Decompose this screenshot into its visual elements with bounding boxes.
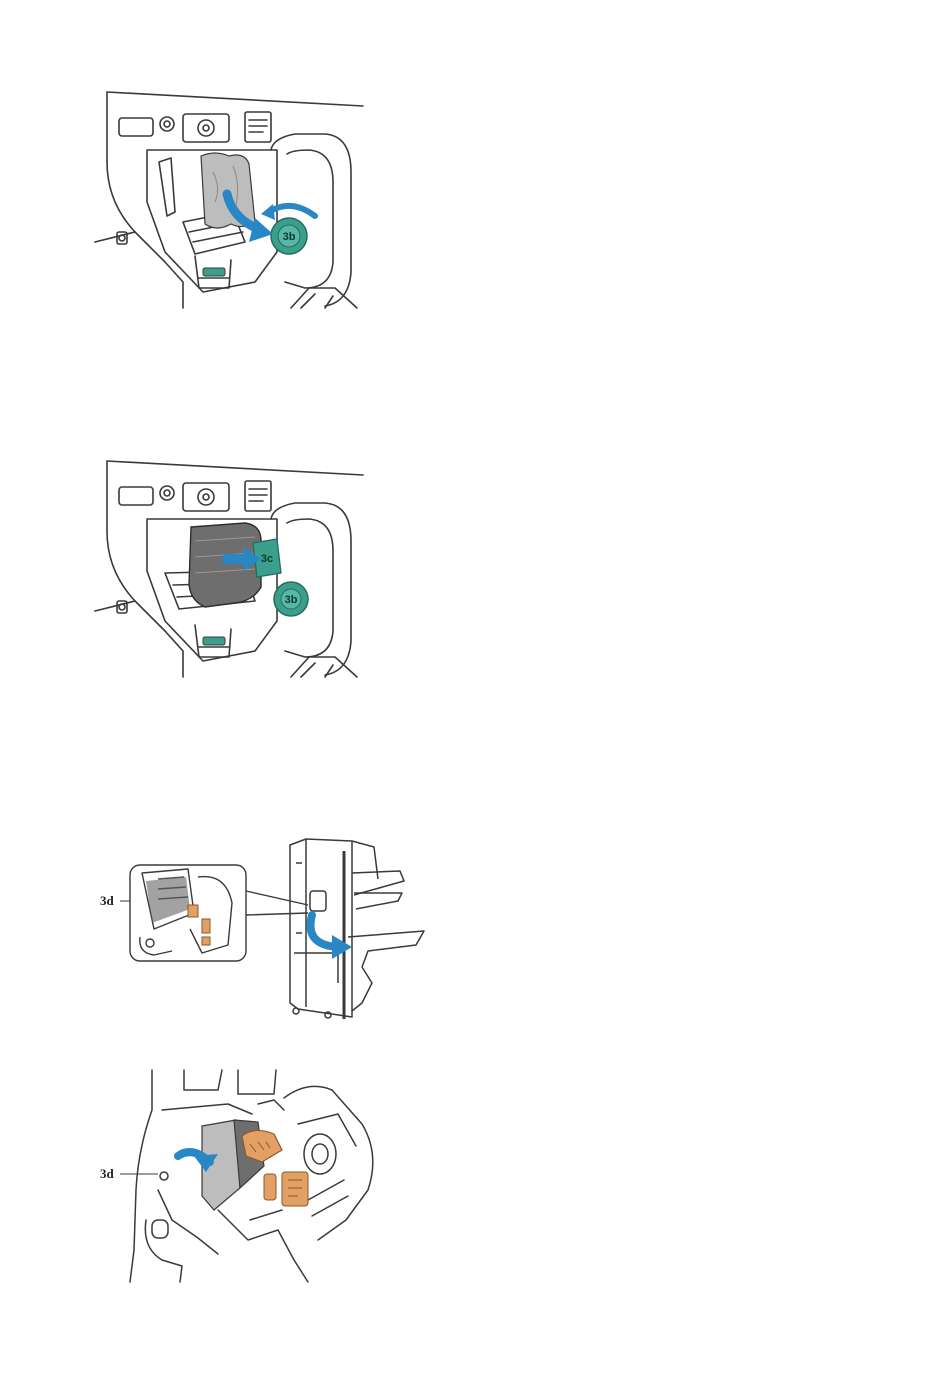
green-latch (203, 268, 225, 276)
figure-4-stapler-unit-rotate: 3d (98, 1070, 388, 1282)
figure-2-push-lever: 3c 3b (95, 461, 375, 683)
svg-text:3b: 3b (283, 231, 296, 243)
callout-3d: 3d (100, 1166, 115, 1181)
figure-3-finisher-front-door: 3d (98, 833, 428, 1023)
callout-3d: 3d (100, 893, 115, 908)
rotate-arrow-icon (269, 206, 315, 216)
green-knob-3b: 3b (274, 582, 308, 616)
orange-handle (242, 1130, 282, 1162)
green-knob-3b: 3b (271, 218, 307, 254)
printer-interior-illustration-2: 3c 3b (95, 461, 375, 683)
orange-label-panel (282, 1172, 308, 1206)
green-latch (203, 637, 225, 645)
printer-interior-illustration-1: 3b (95, 92, 375, 314)
finisher-illustration: 3d (98, 833, 428, 1023)
stapler-interior-illustration: 3d (98, 1070, 388, 1282)
figure-1-remove-jammed-paper: 3b (95, 92, 375, 314)
svg-text:3c: 3c (261, 553, 273, 565)
svg-text:3b: 3b (285, 594, 298, 606)
orange-part (188, 905, 198, 917)
